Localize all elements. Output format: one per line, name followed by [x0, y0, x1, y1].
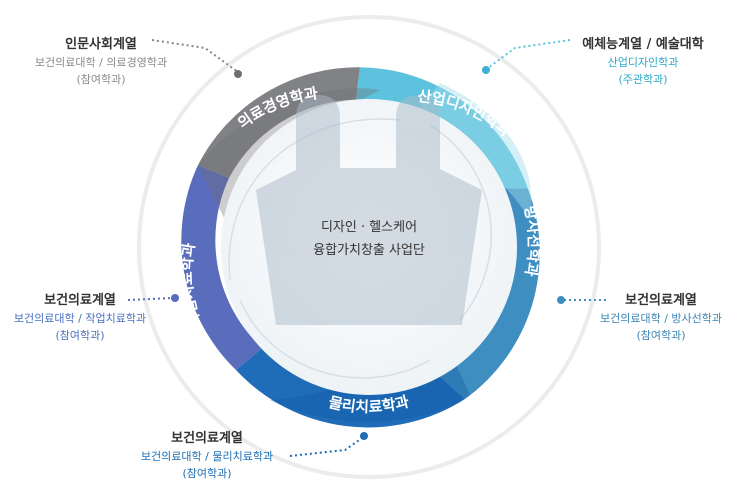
callout-bottom-title: 보건의료계열 — [171, 431, 243, 446]
connector-bottom — [289, 432, 368, 457]
callout-top-right-title: 예체능계열 / 예술대학 — [582, 37, 704, 52]
callout-middle-left-title: 보건의료계열 — [44, 293, 116, 308]
segment-label-radiology: 방사선학과 — [521, 204, 543, 278]
callout-top-left-title: 인문사회계열 — [65, 37, 137, 52]
callout-top-right: 예체능계열 / 예술대학 산업디자인학과 (주관학과) — [558, 36, 728, 88]
connector-middle-left — [127, 294, 179, 302]
callout-bottom: 보건의료계열 보건의료대학 / 물리치료학과 (참여학과) — [122, 430, 292, 482]
center-title-line1: 디자인 · 헬스케어 — [321, 220, 417, 235]
outer-ring — [137, 15, 601, 479]
callout-middle-right-title: 보건의료계열 — [625, 293, 697, 308]
callout-top-left-line2: (참여학과) — [76, 73, 126, 86]
callout-middle-left-line2: (참여학과) — [55, 329, 105, 342]
emblem-figure — [256, 95, 482, 325]
callout-top-right-line2: (주관학과) — [618, 73, 668, 86]
connector-top-right — [482, 39, 571, 74]
swirl-line-2 — [429, 124, 492, 321]
callout-top-right-line1: 산업디자인학과 — [607, 56, 679, 69]
swirl-line-3 — [239, 299, 431, 379]
connector-top-left — [151, 39, 242, 78]
callout-middle-right: 보건의료계열 보건의료대학 / 방사선학과 (참여학과) — [584, 292, 738, 344]
connector-middle-right — [557, 296, 608, 304]
segment-physical-therapy — [236, 348, 465, 428]
segment-occupational-therapy — [181, 165, 262, 370]
center-title-line2: 융합가치창출 사업단 — [313, 243, 425, 258]
callout-middle-left-line1: 보건의료대학 / 작업치료학과 — [13, 312, 147, 325]
segment-label-physical-therapy: 물리치료학과 — [327, 392, 411, 416]
segment-medical-management — [198, 67, 360, 178]
callout-middle-left: 보건의료계열 보건의료대학 / 작업치료학과 (참여학과) — [0, 292, 160, 344]
callout-middle-right-line1: 보건의료대학 / 방사선학과 — [599, 312, 723, 325]
swirl-line-1 — [228, 118, 401, 281]
callout-bottom-line2: (참여학과) — [182, 467, 232, 480]
callout-top-left: 인문사회계열 보건의료대학 / 의료경영학과 (참여학과) — [16, 36, 186, 88]
callout-top-left-line1: 보건의료대학 / 의료경영학과 — [34, 56, 168, 69]
callout-bottom-line1: 보건의료대학 / 물리치료학과 — [140, 450, 274, 463]
callout-middle-right-line2: (참여학과) — [636, 329, 686, 342]
